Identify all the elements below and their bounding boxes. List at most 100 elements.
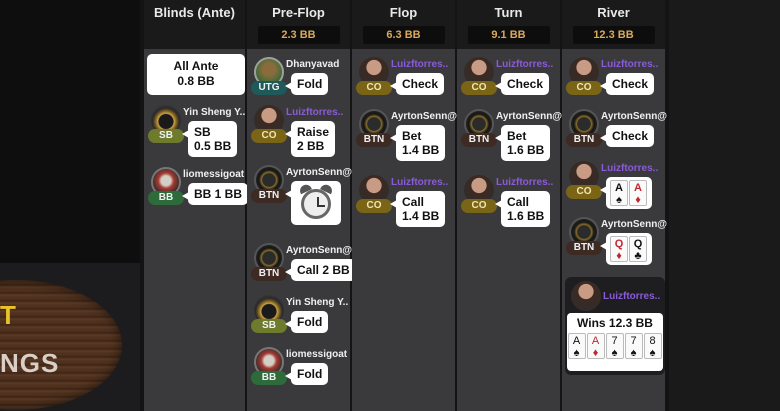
player-name: Yin Sheng Y.. bbox=[183, 107, 246, 118]
hero-name: Luizftorres.. bbox=[391, 59, 449, 70]
player-name: AyrtonSenn@ bbox=[391, 111, 458, 122]
action-bubble: Raise 2 BB bbox=[284, 121, 336, 157]
column-body: CO Luizftorres.. Check BTN AyrtonSenn@ C… bbox=[562, 49, 668, 411]
column-body: CO Luizftorres.. Check BTN AyrtonSenn@ B… bbox=[457, 49, 563, 411]
playing-card: Q♦ bbox=[610, 236, 628, 262]
action-bubble: Fold bbox=[284, 363, 329, 385]
position-badge: CO bbox=[356, 81, 392, 95]
action-entry: CO Luizftorres.. Check bbox=[457, 55, 560, 115]
action-entry: BB liomessigoat BB 1 BB bbox=[144, 165, 249, 225]
player-name: AyrtonSenn@ bbox=[286, 245, 353, 256]
playing-card: 7♠ bbox=[624, 333, 643, 359]
column-blinds: Blinds (Ante) All Ante 0.8 BB SB Yin She… bbox=[144, 0, 249, 411]
action-text: Raise bbox=[297, 125, 330, 139]
ante-label: All Ante bbox=[173, 59, 219, 73]
action-entry: CO Luizftorres.. Call 1.6 BB bbox=[457, 173, 560, 233]
hand-history-panel: Blinds (Ante) All Ante 0.8 BB SB Yin She… bbox=[144, 0, 670, 411]
hero-name: Luizftorres.. bbox=[601, 163, 659, 174]
player-name: AyrtonSenn@ bbox=[496, 111, 563, 122]
position-badge: BTN bbox=[356, 133, 392, 147]
action-amount: 1.4 BB bbox=[402, 209, 440, 223]
showdown-entry: CO Luizftorres.. A♠A♦ bbox=[562, 159, 665, 219]
position-badge: BTN bbox=[251, 267, 287, 281]
pot-amount: 12.3 BB bbox=[572, 26, 655, 44]
action-entry: BTN AyrtonSenn@ Bet 1.6 BB bbox=[457, 107, 563, 167]
player-name: AyrtonSenn@ bbox=[601, 111, 668, 122]
action-entry: CO Luizftorres.. Call 1.4 BB bbox=[352, 173, 455, 233]
playing-card: A♠ bbox=[567, 333, 586, 359]
column-preflop: Pre-Flop 2.3 BB UTG Dhanyavad Fold CO Lu… bbox=[247, 0, 356, 411]
action-text: Call bbox=[402, 195, 425, 209]
hole-cards-bubble: Q♦Q♣ bbox=[600, 233, 652, 265]
player-name: liomessigoat bbox=[286, 349, 348, 360]
win-amount-label: Wins 12.3 BB bbox=[577, 316, 653, 330]
action-entry: BTN AyrtonSenn@ Call 2 BB bbox=[247, 241, 356, 301]
action-entry: CO Luizftorres.. Raise 2 BB bbox=[247, 103, 350, 163]
winning-hand-box: Wins 12.3 BB A♠A♦7♠7♠8♠ bbox=[567, 313, 663, 371]
action-text: Fold bbox=[297, 367, 323, 381]
column-header: Flop 6.3 BB bbox=[352, 0, 455, 49]
playing-card: A♦ bbox=[586, 333, 605, 359]
action-text: Check bbox=[612, 129, 649, 143]
promo-text-2: NGS bbox=[0, 348, 60, 378]
position-badge: CO bbox=[461, 81, 497, 95]
action-text: Call 2 BB bbox=[297, 263, 350, 277]
action-bubble: Call 1.6 BB bbox=[494, 191, 551, 227]
column-title: Blinds (Ante) bbox=[154, 5, 235, 20]
action-bubble: Call 1.4 BB bbox=[389, 191, 446, 227]
player-name: Yin Sheng Y.. bbox=[286, 297, 349, 308]
position-badge: SB bbox=[251, 319, 287, 333]
pot-amount: 2.3 BB bbox=[257, 26, 340, 44]
action-bubble: Check bbox=[599, 73, 655, 95]
action-entry: BB liomessigoat Fold bbox=[247, 345, 350, 405]
action-bubble: Check bbox=[389, 73, 445, 95]
column-body: CO Luizftorres.. Check BTN AyrtonSenn@ B… bbox=[352, 49, 458, 411]
position-badge: CO bbox=[251, 129, 287, 143]
action-bubble: Call 2 BB bbox=[285, 259, 356, 281]
action-bubble: Check bbox=[599, 125, 655, 147]
hero-name: Luizftorres.. bbox=[496, 177, 554, 188]
playing-card: 8♠ bbox=[643, 333, 662, 359]
action-entry: CO Luizftorres.. Check bbox=[352, 55, 455, 115]
action-text: Check bbox=[402, 77, 439, 91]
winner-avatar[interactable] bbox=[571, 281, 601, 311]
action-entry: SB Yin Sheng Y.. Fold bbox=[247, 293, 350, 353]
column-title: River bbox=[597, 5, 630, 20]
action-entry: SB Yin Sheng Y.. SB 0.5 BB bbox=[144, 103, 247, 163]
action-entry: CO Luizftorres.. Check bbox=[562, 55, 665, 115]
action-amount: 0.5 BB bbox=[194, 139, 232, 153]
action-amount: 1.6 BB bbox=[507, 143, 545, 157]
ante-box: All Ante 0.8 BB bbox=[147, 54, 245, 95]
column-header: Pre-Flop 2.3 BB bbox=[247, 0, 350, 49]
action-text: BB 1 BB bbox=[194, 187, 243, 201]
column-body: UTG Dhanyavad Fold CO Luizftorres.. Rais… bbox=[247, 49, 356, 411]
action-text: Bet bbox=[507, 129, 527, 143]
player-name: AyrtonSenn@ bbox=[286, 167, 353, 178]
column-header: River 12.3 BB bbox=[562, 0, 665, 49]
column-header: Blinds (Ante) bbox=[144, 0, 245, 49]
position-badge: CO bbox=[566, 185, 602, 199]
pot-amount: 9.1 BB bbox=[467, 26, 550, 44]
promo-text-1: T bbox=[0, 300, 16, 330]
winner-panel: Luizftorres.. Wins 12.3 BB A♠A♦7♠7♠8♠ bbox=[565, 277, 665, 375]
alarm-clock-icon bbox=[301, 189, 331, 219]
position-badge: BB bbox=[148, 191, 184, 205]
hero-name: Luizftorres.. bbox=[286, 107, 344, 118]
action-text: Fold bbox=[297, 315, 323, 329]
hero-name: Luizftorres.. bbox=[496, 59, 554, 70]
action-text: Fold bbox=[297, 77, 323, 91]
position-badge: BB bbox=[251, 371, 287, 385]
action-entry: BTN AyrtonSenn@ Bet 1.4 BB bbox=[352, 107, 458, 167]
column-flop: Flop 6.3 BB CO Luizftorres.. Check BTN A… bbox=[352, 0, 457, 411]
player-name: Dhanyavad bbox=[286, 59, 340, 70]
action-amount: 2 BB bbox=[297, 139, 325, 153]
right-background bbox=[669, 0, 780, 411]
column-title: Flop bbox=[389, 5, 418, 20]
column-title: Pre-Flop bbox=[272, 5, 325, 20]
playing-card: 7♠ bbox=[605, 333, 624, 359]
position-badge: SB bbox=[148, 129, 184, 143]
column-header: Turn 9.1 BB bbox=[457, 0, 560, 49]
action-bubble: Fold bbox=[284, 311, 329, 333]
column-title: Turn bbox=[494, 5, 523, 20]
position-badge: CO bbox=[356, 199, 392, 213]
